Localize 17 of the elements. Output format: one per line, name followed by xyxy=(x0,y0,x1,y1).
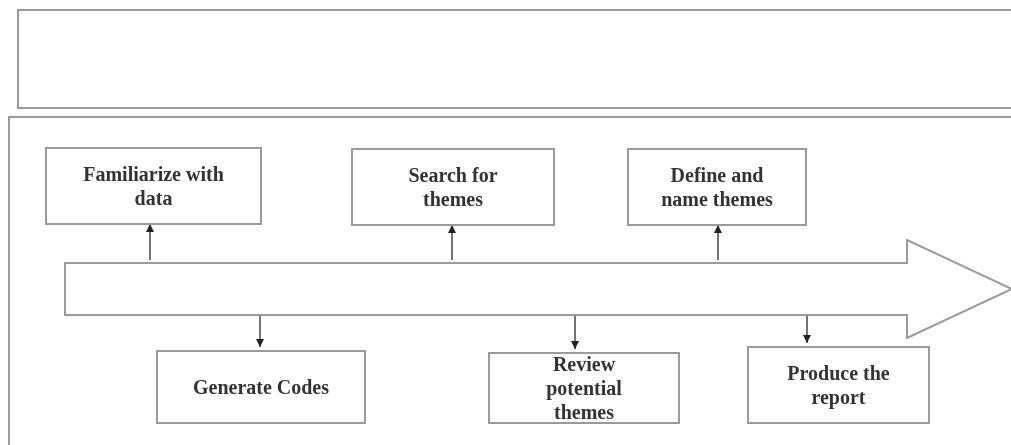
step-box xyxy=(45,147,262,225)
step-label: Search for themes xyxy=(407,163,499,211)
connector-arrow xyxy=(714,224,722,261)
step-label: Review potential themes xyxy=(545,352,623,424)
step-label: Generate Codes xyxy=(192,375,330,399)
step-box xyxy=(488,352,680,424)
step-label: Define and name themes xyxy=(660,163,774,211)
step-label: Familiarize with data xyxy=(82,162,225,210)
frame-box xyxy=(8,116,1011,445)
step-box xyxy=(351,148,555,226)
step-box xyxy=(747,346,930,424)
step-box xyxy=(156,350,366,424)
frame-box xyxy=(17,9,1011,109)
connector-arrow xyxy=(448,224,456,261)
connector-arrow xyxy=(146,223,154,261)
step-box xyxy=(627,148,807,226)
step-label: Produce the report xyxy=(786,361,891,409)
